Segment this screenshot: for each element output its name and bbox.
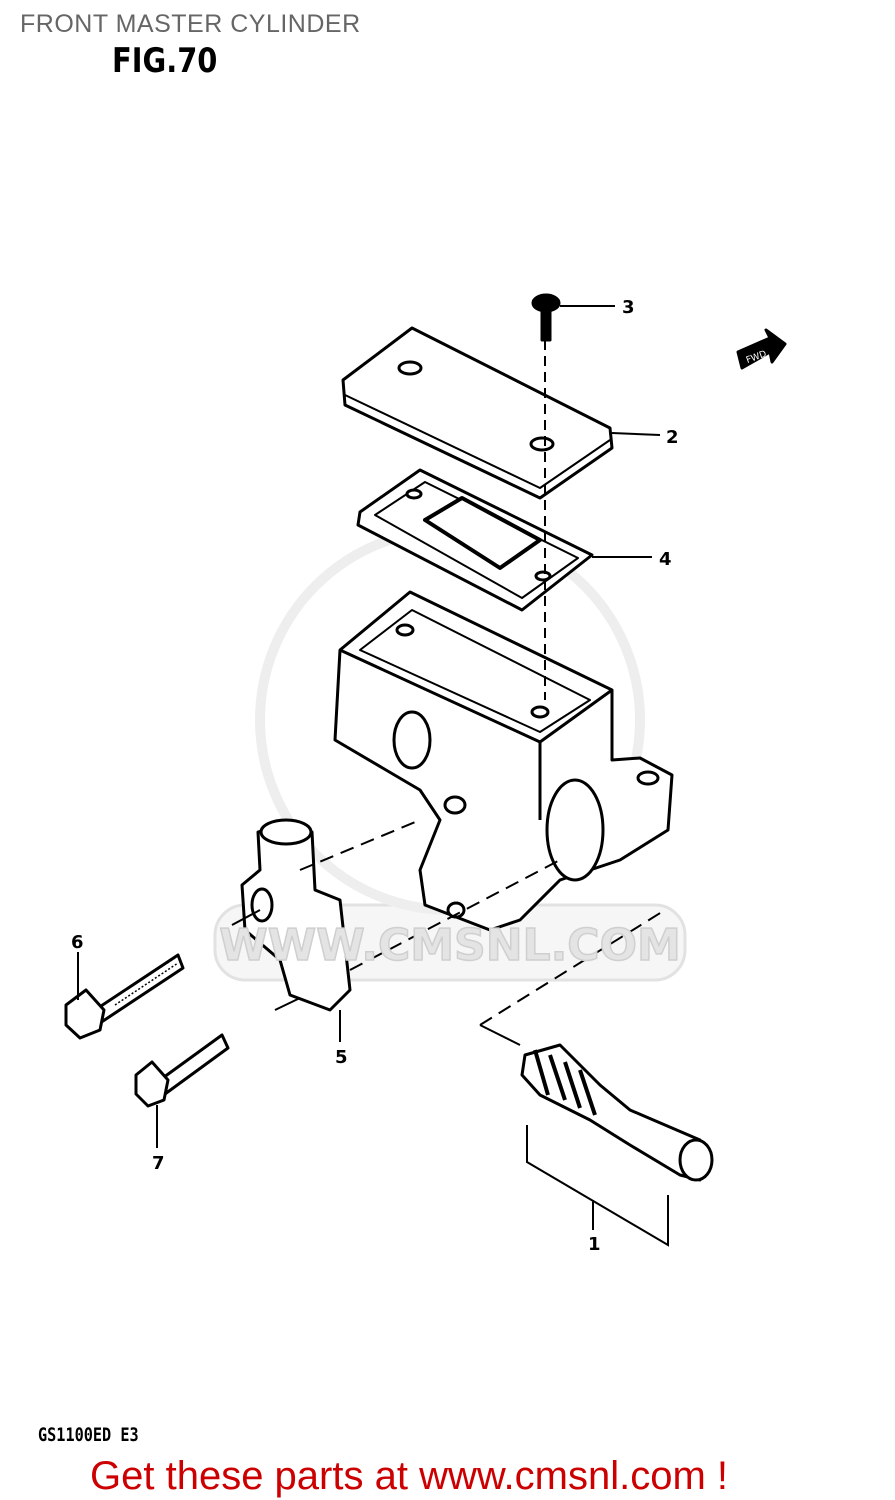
model-code: GS1100ED E3: [38, 1424, 139, 1446]
watermark-text: WWW.CMSNL.COM: [219, 920, 681, 971]
promo-link[interactable]: Get these parts at www.cmsnl.com !: [90, 1454, 728, 1498]
long-bolt: [64, 953, 185, 1040]
master-cylinder-body: [333, 590, 674, 932]
piston-kit: [520, 1043, 714, 1182]
forward-arrow-icon: FWD: [736, 328, 787, 370]
reservoir-cap: [341, 326, 614, 500]
cap-screw: [531, 293, 561, 342]
leader-lines: [77, 305, 669, 1247]
figure-label: FIG.70: [112, 41, 218, 81]
callout-5: 5: [335, 1047, 348, 1068]
clamp-holder: [240, 818, 352, 1012]
callout-1: 1: [588, 1234, 601, 1255]
short-bolt: [134, 1033, 230, 1108]
callout-3: 3: [622, 297, 635, 318]
callout-7: 7: [152, 1153, 165, 1174]
diaphragm-gasket: [356, 468, 594, 612]
diagram-title: FRONT MASTER CYLINDER: [20, 10, 361, 38]
callouts: 3 2 4 6 5 7 1: [71, 297, 679, 1255]
callout-4: 4: [659, 549, 672, 570]
callout-2: 2: [666, 427, 679, 448]
callout-6: 6: [71, 932, 84, 953]
